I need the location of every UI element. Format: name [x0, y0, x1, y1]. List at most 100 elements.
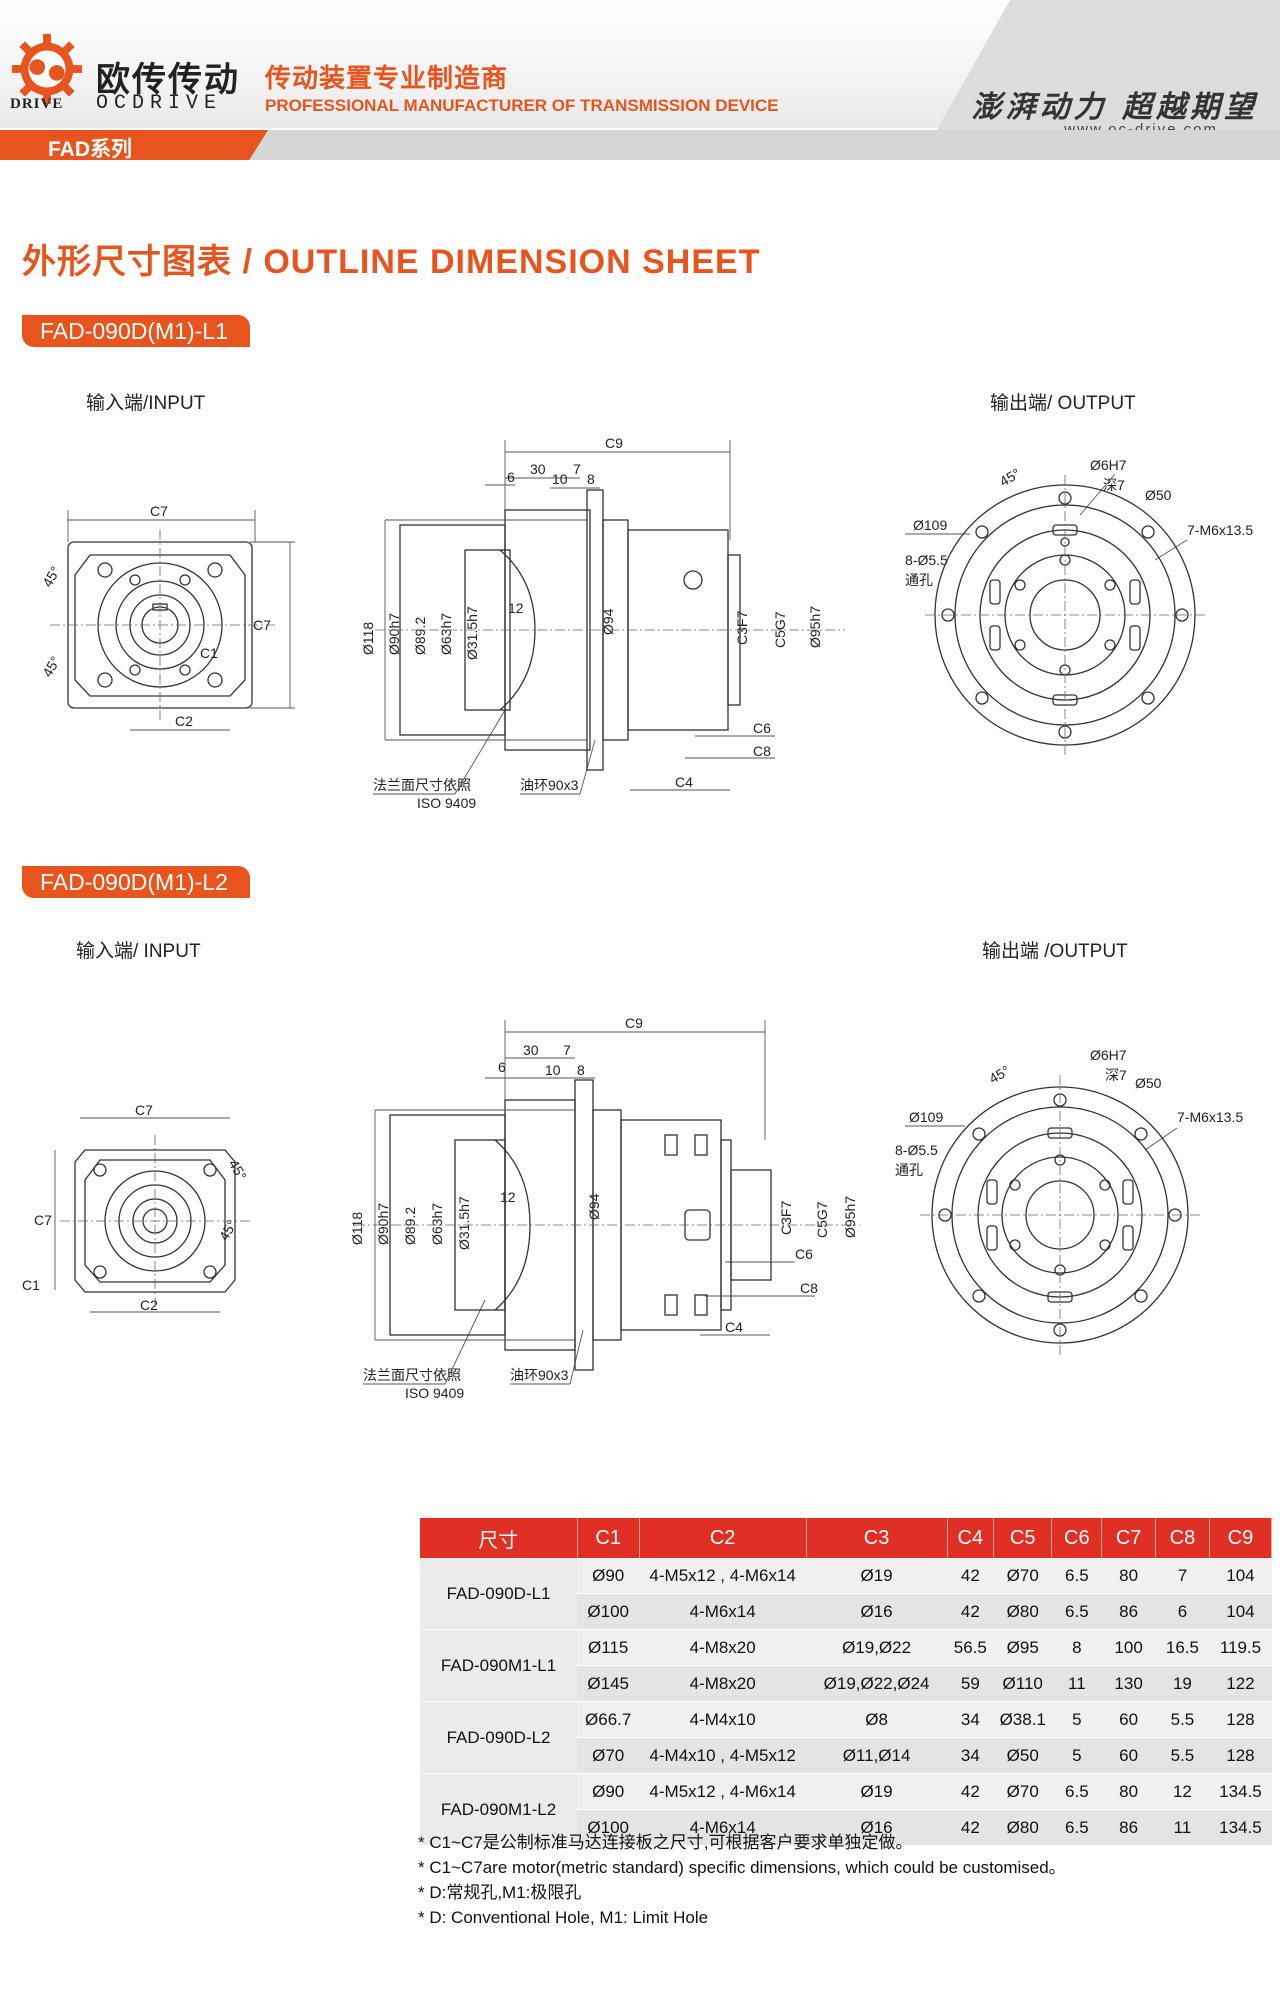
- table-cell: 122: [1209, 1665, 1272, 1702]
- table-cell: 11: [1051, 1665, 1102, 1702]
- th-c6: C6: [1051, 1518, 1103, 1558]
- th-c9: C9: [1209, 1518, 1273, 1558]
- input-view-drawing-l2: C7 C7 C1 C2 45° 45°: [22, 1102, 250, 1313]
- table-cell: 6: [1155, 1593, 1210, 1630]
- section-title: 外形尺寸图表 / OUTLINE DIMENSION SHEET: [22, 243, 761, 281]
- dim-pin: Ø6H7: [1090, 457, 1127, 473]
- input-view-drawing-l1: C7 C7 C1 C2 45° 45°: [39, 503, 295, 731]
- table-cell: Ø11,Ø14: [806, 1737, 948, 1774]
- table-cell: 60: [1101, 1737, 1156, 1774]
- output-label-l2: 输出端 /OUTPUT: [982, 941, 1128, 962]
- brand-name-en: OCDRIVE: [96, 92, 223, 115]
- dim-c9-l2: C9: [625, 1015, 643, 1031]
- brand-name-cn: 欧传传动: [96, 61, 240, 99]
- dim-10-l2: 10: [545, 1062, 561, 1078]
- table-cell: 42: [947, 1809, 994, 1846]
- table-cell: 80: [1101, 1773, 1156, 1810]
- dim-holes-l2: 7-M6x13.5: [1177, 1109, 1243, 1125]
- table-cell: 6.5: [1051, 1558, 1102, 1594]
- table-cell: Ø70: [993, 1558, 1052, 1594]
- dim-pin-l2: Ø6H7: [1090, 1047, 1127, 1063]
- table-cell: 5.5: [1155, 1737, 1210, 1774]
- table-cell: 4-M8x20: [639, 1629, 806, 1666]
- table-cell: 4-M8x20: [639, 1665, 806, 1702]
- table-cell: Ø50: [993, 1737, 1052, 1774]
- angle-a1-l2: 45°: [226, 1157, 250, 1183]
- dim-7-l2: 7: [563, 1042, 571, 1058]
- table-cell: 16.5: [1155, 1629, 1210, 1666]
- th-c4: C4: [947, 1518, 995, 1558]
- table-cell: 4-M5x12 , 4-M6x14: [639, 1558, 806, 1594]
- table-cell: 80: [1101, 1558, 1156, 1594]
- table-cell: Ø19: [806, 1773, 948, 1810]
- dim-c4: C4: [675, 774, 693, 790]
- table-cell: 42: [947, 1593, 994, 1630]
- dim-c2-l2: C2: [140, 1297, 158, 1313]
- output-view-drawing-l1: 45° Ø6H7 深7 Ø50 Ø109 7-M6x13.5 8-Ø5.5 通孔: [905, 457, 1253, 755]
- note-iso-l2: ISO 9409: [405, 1385, 464, 1401]
- dim-d95: Ø95h7: [807, 606, 823, 648]
- table-cell: 86: [1101, 1593, 1156, 1630]
- dim-d94: Ø94: [600, 608, 616, 635]
- table-cell: Ø16: [806, 1809, 948, 1846]
- input-label-l1: 输入端/INPUT: [86, 393, 206, 414]
- table-cell: Ø38.1: [993, 1701, 1052, 1738]
- angle-output: 45°: [997, 465, 1023, 489]
- dim-c3: C3F7: [734, 611, 750, 645]
- dim-10: 10: [552, 471, 568, 487]
- table-cell: 104: [1209, 1558, 1272, 1594]
- table-cell: Ø115: [577, 1629, 640, 1666]
- table-cell: 100: [1101, 1629, 1156, 1666]
- note-flange-l2: 法兰面尺寸依照: [363, 1367, 461, 1383]
- dim-d118: Ø118: [360, 622, 376, 655]
- table-cell: Ø110: [993, 1665, 1052, 1702]
- dim-through-cn: 通孔: [905, 572, 933, 588]
- dim-c8-l2: C8: [800, 1280, 818, 1296]
- table-cell: 42: [947, 1558, 994, 1594]
- table-cell: Ø90: [577, 1558, 640, 1594]
- table-cell: 5: [1051, 1701, 1102, 1738]
- table-model-cell: FAD-090M1-L2: [420, 1773, 578, 1846]
- th-c8: C8: [1155, 1518, 1210, 1558]
- table-header-row: 尺寸 C1 C2 C3 C4 C5 C6 C7 C8 C9: [420, 1518, 1273, 1558]
- table-cell: 6.5: [1051, 1809, 1102, 1846]
- dim-8: 8: [587, 471, 595, 487]
- dim-12-l2: 12: [500, 1189, 516, 1205]
- angle-output-l2: 45°: [986, 1062, 1012, 1086]
- table-cell: 8: [1051, 1629, 1102, 1666]
- table-cell: Ø100: [577, 1593, 640, 1630]
- dim-d95-l2: Ø95h7: [842, 1196, 858, 1238]
- dim-holes: 7-M6x13.5: [1187, 522, 1253, 538]
- table-cell: 5: [1051, 1737, 1102, 1774]
- table-cell: 34: [947, 1737, 994, 1774]
- table-cell: 34: [947, 1701, 994, 1738]
- table-cell: 6.5: [1051, 1773, 1102, 1810]
- table-cell: Ø95: [993, 1629, 1052, 1666]
- table-cell: Ø80: [993, 1593, 1052, 1630]
- input-label-l2: 输入端/ INPUT: [76, 941, 201, 962]
- dim-depth-l2: 深7: [1105, 1067, 1127, 1083]
- dim-d63: Ø63h7: [438, 613, 454, 655]
- th-c5: C5: [993, 1518, 1053, 1558]
- dim-30: 30: [530, 461, 546, 477]
- table-cell: 60: [1101, 1701, 1156, 1738]
- dim-6: 6: [507, 469, 515, 485]
- dim-c3-l2: C3F7: [778, 1201, 794, 1235]
- table-cell: 4-M6x14: [639, 1809, 806, 1846]
- dimension-table: 尺寸 C1 C2 C3 C4 C5 C6 C7 C8 C9 FAD-090D-L…: [420, 1518, 1273, 1846]
- dim-d315-l2: Ø31.5h7: [456, 1196, 472, 1250]
- dim-d118-l2: Ø118: [349, 1212, 365, 1245]
- th-size: 尺寸: [420, 1518, 578, 1558]
- table-cell: 4-M5x12 , 4-M6x14: [639, 1773, 806, 1810]
- series-label: FAD系列: [48, 138, 132, 161]
- table-cell: Ø90: [577, 1773, 640, 1810]
- dim-c9: C9: [605, 435, 623, 451]
- table-cell: Ø19: [806, 1558, 948, 1594]
- dim-c2: C2: [175, 713, 193, 729]
